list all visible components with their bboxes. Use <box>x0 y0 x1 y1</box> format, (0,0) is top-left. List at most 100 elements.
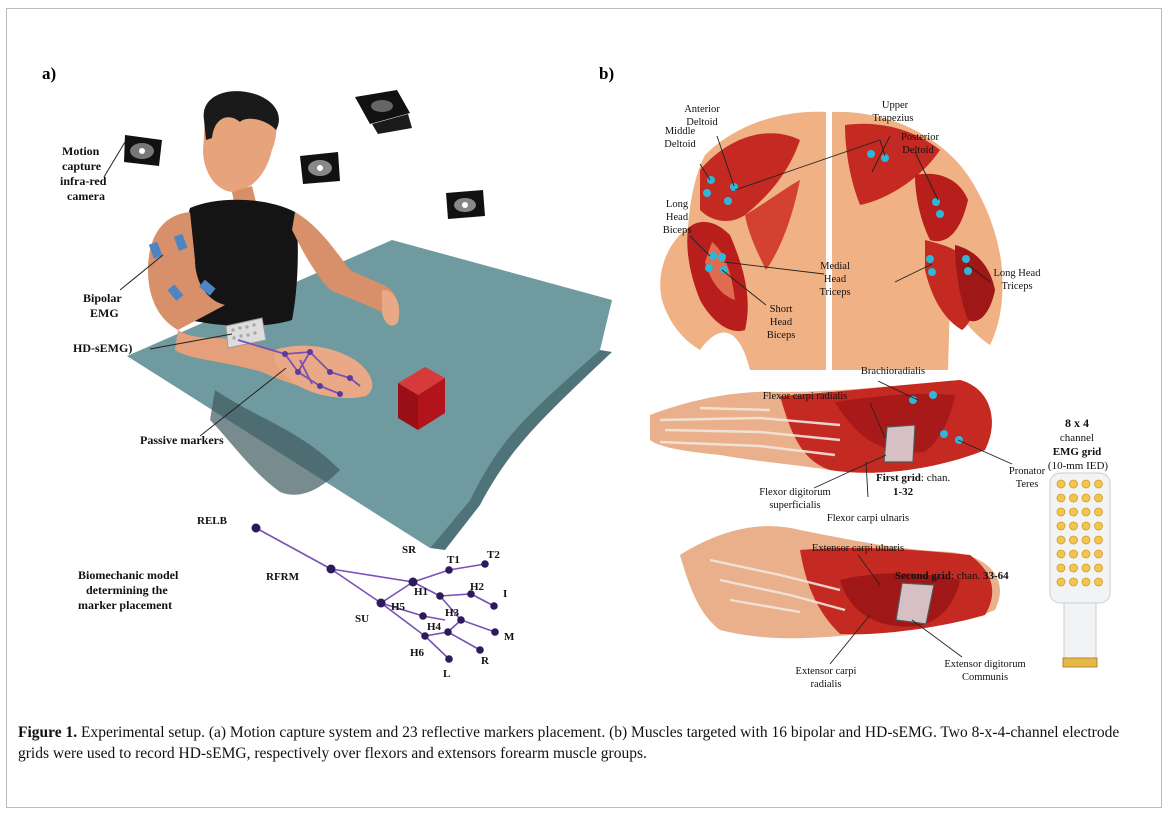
brachioradialis-label: Brachioradialis <box>861 366 925 377</box>
grid-electrode <box>1070 564 1078 572</box>
grid-electrode <box>1057 522 1065 530</box>
grid-electrode <box>1082 522 1090 530</box>
passive-markers-label: Passive markers <box>140 433 224 447</box>
upper-trapezius-label-1: Upper <box>882 100 909 111</box>
upper-trapezius-label-2: Trapezius <box>872 113 913 124</box>
short-head-biceps-label-2: Head <box>770 317 793 328</box>
camera-label-3: infra-red <box>60 174 107 188</box>
camera-label-4: camera <box>67 189 105 203</box>
grid-electrode <box>1082 508 1090 516</box>
second-grid-chan-label: : chan. <box>951 570 983 582</box>
marker-label-rfrm: RFRM <box>266 571 300 583</box>
marker-label-sr: SR <box>402 544 417 556</box>
marker-label-h6: H6 <box>410 647 425 659</box>
marker-label-l: L <box>443 668 450 680</box>
pronator-label-2: Teres <box>1016 479 1039 490</box>
grid-electrode <box>1095 508 1103 516</box>
long-head-triceps-label-1: Long Head <box>994 268 1042 279</box>
grid-electrode <box>1070 494 1078 502</box>
grid-electrode <box>1057 578 1065 586</box>
pronator-label-1: Pronator <box>1009 466 1046 477</box>
grid-electrode <box>1082 578 1090 586</box>
flexor-carpi-radialis-label: Flexor carpi radialis <box>763 391 848 402</box>
grid-emg-label: EMG grid <box>1053 446 1102 458</box>
extensor-carpi-radialis-label-2: radialis <box>811 679 842 690</box>
marker-label-t1: T1 <box>447 554 460 566</box>
grid-electrode <box>1095 536 1103 544</box>
grid-electrode <box>1070 522 1078 530</box>
flexor-digitorum-label-2: superficialis <box>769 500 820 511</box>
marker-label-t2: T2 <box>487 549 500 561</box>
grid-ied-label: (10-mm IED) <box>1048 460 1109 472</box>
grid-electrode <box>1082 480 1090 488</box>
svg-text:First grid: chan.: First grid: chan. <box>876 472 950 484</box>
long-head-biceps-label-2: Head <box>666 212 689 223</box>
camera-icon <box>446 190 485 219</box>
posterior-deltoid-label-2: Deltoid <box>902 145 934 156</box>
extensor-digitorum-label-2: Communis <box>962 672 1008 683</box>
caption-label: Figure 1. <box>18 724 77 741</box>
medial-head-triceps-label-1: Medial <box>820 261 850 272</box>
svg-text:Second grid: chan. 33-64: Second grid: chan. 33-64 <box>895 570 1009 582</box>
camera-icon <box>124 135 162 166</box>
marker-label-su: SU <box>355 613 369 625</box>
grid-electrode <box>1070 550 1078 558</box>
medial-head-triceps-label-2: Head <box>824 274 847 285</box>
marker-label-i: I <box>503 588 507 600</box>
first-grid-range: 1-32 <box>893 486 914 498</box>
long-head-biceps-label-3: Biceps <box>663 225 692 236</box>
short-head-biceps-label-1: Short <box>770 304 793 315</box>
panel-a-label: a) <box>42 64 56 83</box>
long-head-triceps-label-2: Triceps <box>1001 281 1032 292</box>
long-head-biceps-label-1: Long <box>666 199 689 210</box>
grid-electrode <box>1057 480 1065 488</box>
medial-head-triceps-label-3: Triceps <box>819 287 850 298</box>
marker-label-h4: H4 <box>427 621 442 633</box>
grid-electrode <box>1057 564 1065 572</box>
first-grid-label: First grid <box>876 472 921 484</box>
camera-label-2: capture <box>62 159 102 173</box>
marker-label-m: M <box>504 631 515 643</box>
grid-electrode <box>1082 564 1090 572</box>
grid-electrode <box>1070 536 1078 544</box>
biomechanic-model: RELB RFRM SR SU T1 T2 H1 H2 H3 H4 H5 H6 … <box>197 515 515 680</box>
grid-electrode <box>1082 494 1090 502</box>
grid-electrode <box>1095 564 1103 572</box>
bipolar-label-2: EMG <box>90 306 119 320</box>
figure-caption: Figure 1. Experimental setup. (a) Motion… <box>18 722 1148 764</box>
camera-label-1: Motion <box>62 144 100 158</box>
marker-label-r: R <box>481 655 490 667</box>
extensor-carpi-ulnaris-label: Extensor carpi ulnaris <box>812 543 904 554</box>
marker-label-h1: H1 <box>414 586 428 598</box>
extensor-carpi-radialis-label-1: Extensor carpi <box>796 666 857 677</box>
grid-electrode <box>1095 578 1103 586</box>
flexor-carpi-ulnaris-label: Flexor carpi ulnaris <box>827 513 909 524</box>
grid-electrode <box>1070 508 1078 516</box>
grid-electrode <box>1070 480 1078 488</box>
grid-electrode <box>1095 522 1103 530</box>
panel-b-label: b) <box>599 64 614 83</box>
posterior-deltoid-label-1: Posterior <box>901 132 939 143</box>
first-grid-chan-label: : chan. <box>921 472 951 484</box>
second-grid-label: Second grid <box>895 570 951 582</box>
camera-icon <box>355 90 412 134</box>
grid-size-label: 8 x 4 <box>1065 416 1089 430</box>
grid-electrode <box>1082 536 1090 544</box>
hdsemg-label: HD-sEMG) <box>73 341 132 355</box>
marker-label-h5: H5 <box>391 601 406 613</box>
marker-label-relb: RELB <box>197 515 228 527</box>
grid-electrode <box>1095 494 1103 502</box>
flexor-digitorum-label-1: Flexor digitorum <box>759 487 830 498</box>
bipolar-label-1: Bipolar <box>83 291 122 305</box>
second-grid-range: 33-64 <box>983 570 1009 582</box>
grid-electrode <box>1070 578 1078 586</box>
grid-electrode <box>1057 494 1065 502</box>
grid-channel-label: channel <box>1060 432 1094 444</box>
grid-electrode <box>1057 508 1065 516</box>
grid-electrode <box>1095 550 1103 558</box>
grid-electrode <box>1057 550 1065 558</box>
grid-electrode <box>1057 536 1065 544</box>
anterior-deltoid-label-1: Anterior <box>684 104 720 115</box>
